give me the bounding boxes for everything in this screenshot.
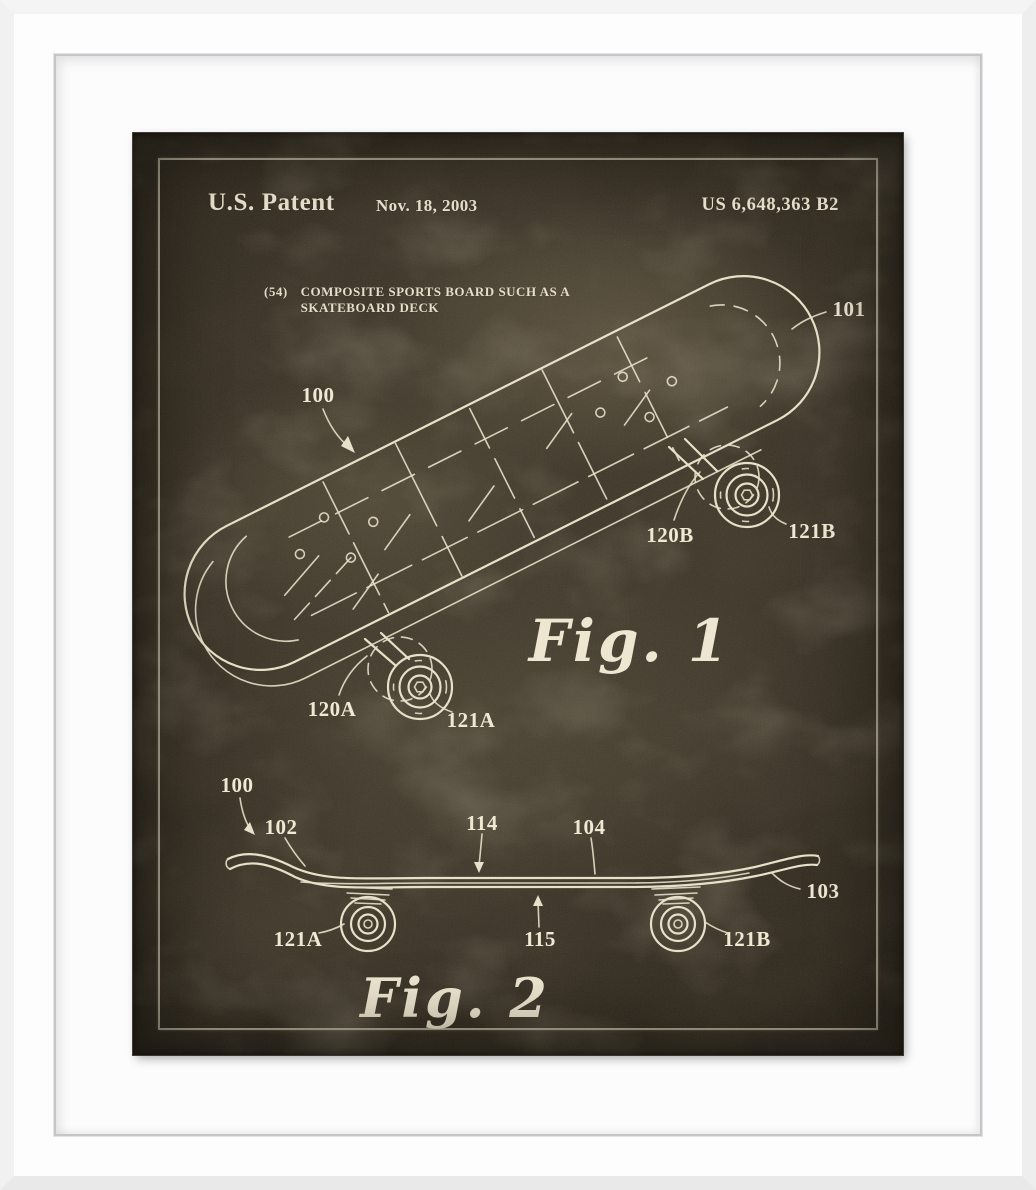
patent-drawing-canvas: 100 101 120B 121B 120A 121A Fig. 1	[133, 133, 903, 1055]
title-field-code: (54)	[264, 284, 288, 299]
patent-print: 100 101 120B 121B 120A 121A Fig. 1	[133, 133, 903, 1055]
patent-title-line1: COMPOSITE SPORTS BOARD SUCH AS A	[300, 284, 571, 299]
patent-number: US 6,648,363 B2	[701, 195, 839, 215]
patent-issue-date: Nov. 18, 2003	[376, 196, 478, 215]
patent-title-line2: SKATEBOARD DECK	[300, 300, 440, 315]
patent-header-label: U.S. Patent	[208, 189, 335, 216]
patent-title-block: (54) COMPOSITE SPORTS BOARD SUCH AS A SK…	[264, 284, 571, 316]
paper-grain-overlay	[133, 133, 903, 1055]
patent-title-text: COMPOSITE SPORTS BOARD SUCH AS A SKATEBO…	[301, 284, 571, 316]
